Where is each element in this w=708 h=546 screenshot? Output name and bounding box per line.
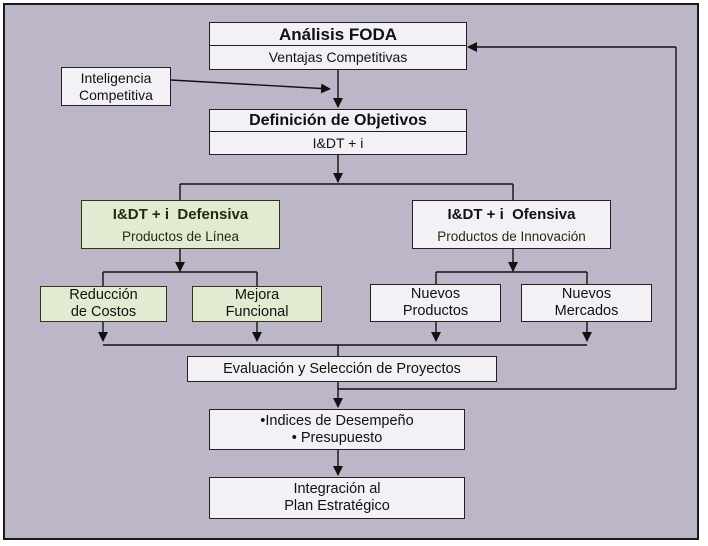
- analisis-foda-title: Análisis FODA: [210, 23, 466, 46]
- definicion-objetivos-title: Definición de Objetivos: [210, 110, 466, 132]
- inteligencia-line2: Competitiva: [79, 86, 153, 103]
- nuevos-mercados-line1: Nuevos: [561, 286, 612, 302]
- integracion-line2: Plan Estratégico: [284, 498, 390, 514]
- reduccion-line1: Reducción: [69, 287, 138, 303]
- indices-line2: • Presupuesto: [291, 429, 383, 446]
- inteligencia-line1: Inteligencia: [80, 69, 152, 86]
- mejora-line1: Mejora: [234, 287, 280, 303]
- indices-presupuesto-box: •Indices de Desempeño • Presupuesto: [209, 409, 465, 450]
- arrow-inteligencia: [170, 79, 331, 94]
- integracion-line1: Integración al: [293, 481, 381, 497]
- idt-ofensiva-subtitle: Productos de Innovación: [437, 229, 586, 244]
- integracion-plan-box: Integración al Plan Estratégico: [209, 477, 465, 519]
- idt-defensiva-box: I&DT + i Defensiva Productos de Línea: [81, 200, 280, 249]
- inteligencia-competitiva-box: Inteligencia Competitiva: [61, 67, 171, 106]
- idt-defensiva-subtitle: Productos de Línea: [121, 229, 240, 244]
- nuevos-productos-box: Nuevos Productos: [370, 284, 501, 322]
- reduccion-costos-box: Reducción de Costos: [40, 286, 167, 322]
- idt-defensiva-title: I&DT + i Defensiva: [112, 206, 249, 223]
- nuevos-productos-line2: Productos: [402, 303, 469, 319]
- mejora-line2: Funcional: [225, 304, 289, 320]
- analisis-foda-box: Análisis FODA Ventajas Competitivas: [209, 22, 467, 70]
- indices-line1: •Indices de Desempeño: [260, 412, 414, 429]
- idt-ofensiva-title: I&DT + i Ofensiva: [447, 206, 576, 223]
- nuevos-mercados-box: Nuevos Mercados: [521, 284, 652, 322]
- nuevos-mercados-line2: Mercados: [554, 303, 619, 319]
- mejora-funcional-box: Mejora Funcional: [192, 286, 322, 322]
- analisis-foda-subtitle: Ventajas Competitivas: [268, 49, 408, 65]
- idt-ofensiva-box: I&DT + i Ofensiva Productos de Innovació…: [412, 200, 611, 249]
- evaluacion-seleccion-box: Evaluación y Selección de Proyectos: [187, 356, 497, 382]
- definicion-objetivos-subtitle: I&DT + i: [312, 134, 364, 151]
- reduccion-line2: de Costos: [70, 304, 137, 320]
- nuevos-productos-line1: Nuevos: [410, 286, 461, 302]
- definicion-objetivos-box: Definición de Objetivos I&DT + i: [209, 109, 467, 155]
- evaluacion-label: Evaluación y Selección de Proyectos: [223, 360, 461, 377]
